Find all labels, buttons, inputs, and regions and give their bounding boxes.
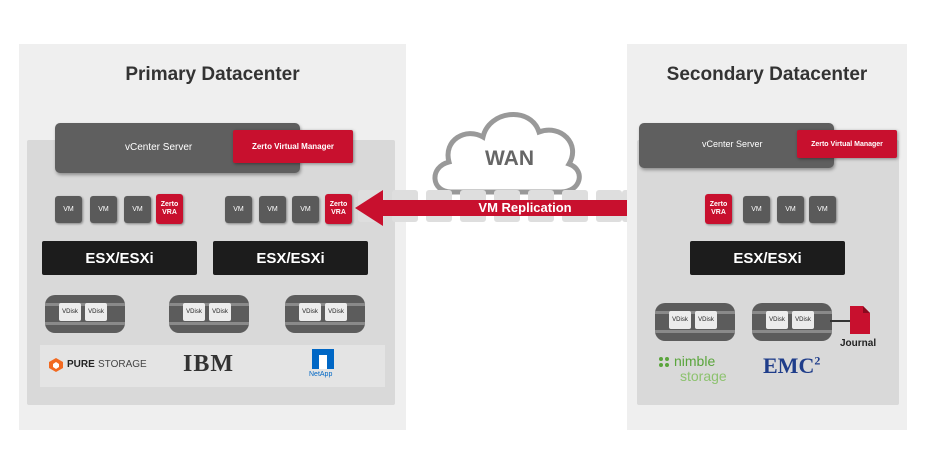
vdisk: VDisk: [792, 311, 814, 329]
netapp-logo: NetApp: [305, 349, 341, 385]
secondary-vm-3: VM: [809, 196, 836, 223]
nimble-text-b: storage: [680, 368, 727, 384]
primary-datacenter-title: Primary Datacenter: [125, 64, 300, 85]
vdisk: VDisk: [325, 303, 347, 321]
primary-host2-vm-2: VM: [259, 196, 286, 223]
primary-host2-zerto-vra: Zerto VRA: [325, 194, 352, 224]
replication-arrow: [355, 190, 701, 226]
ibm-logo: IBM: [183, 351, 234, 377]
pure-storage-logo: PURE STORAGE: [48, 355, 158, 377]
wan-label: WAN: [485, 147, 534, 170]
journal-icon: [850, 306, 870, 334]
netapp-text: NetApp: [309, 371, 333, 378]
primary-host1-vm-2: VM: [90, 196, 117, 223]
primary-host1-zerto-vra: Zerto VRA: [156, 194, 183, 224]
emc-superscript: 2: [814, 353, 821, 368]
vdisk: VDisk: [183, 303, 205, 321]
vdisk: VDisk: [669, 311, 691, 329]
pure-storage-icon: [49, 358, 63, 372]
nimble-icon: [659, 357, 669, 367]
vdisk: VDisk: [766, 311, 788, 329]
vm-replication-label: VM Replication: [478, 200, 572, 215]
primary-host2-vm-1: VM: [225, 196, 252, 223]
secondary-datastore-2: VDisk VDisk: [752, 303, 832, 341]
primary-host2-esx: ESX/ESXi: [213, 241, 368, 275]
emc-logo: EMC2: [763, 353, 820, 379]
vcenter-label: vCenter Server: [702, 139, 763, 149]
primary-host1-vm-1: VM: [55, 196, 82, 223]
vcenter-label: vCenter Server: [125, 142, 193, 153]
primary-datastore-2: VDisk VDisk: [169, 295, 249, 333]
primary-datastore-3: VDisk VDisk: [285, 295, 365, 333]
nimble-text-a: nimble: [674, 353, 716, 369]
vdisk: VDisk: [695, 311, 717, 329]
vdisk: VDisk: [209, 303, 231, 321]
secondary-zerto-vra: Zerto VRA: [705, 194, 732, 224]
vdisk: VDisk: [85, 303, 107, 321]
secondary-datastore-1: VDisk VDisk: [655, 303, 735, 341]
primary-host1-esx: ESX/ESXi: [42, 241, 197, 275]
wan-cloud-icon: [432, 112, 582, 195]
secondary-vm-1: VM: [743, 196, 770, 223]
vdisk: VDisk: [299, 303, 321, 321]
secondary-vm-2: VM: [777, 196, 804, 223]
emc-text: EMC: [763, 353, 815, 378]
primary-host1-vm-3: VM: [124, 196, 151, 223]
primary-host2-vm-3: VM: [292, 196, 319, 223]
secondary-esx: ESX/ESXi: [690, 241, 845, 275]
vdisk: VDisk: [59, 303, 81, 321]
journal-label: Journal: [840, 338, 877, 349]
nimble-storage-logo: nimble storage: [658, 353, 738, 387]
secondary-zerto-virtual-manager: Zerto Virtual Manager: [797, 130, 897, 158]
pure-storage-text-b: STORAGE: [98, 359, 147, 370]
pure-storage-text-a: PURE: [67, 359, 95, 370]
secondary-datacenter-title: Secondary Datacenter: [666, 64, 868, 85]
primary-datastore-1: VDisk VDisk: [45, 295, 125, 333]
netapp-icon: [312, 349, 334, 369]
primary-zerto-virtual-manager: Zerto Virtual Manager: [233, 130, 353, 163]
